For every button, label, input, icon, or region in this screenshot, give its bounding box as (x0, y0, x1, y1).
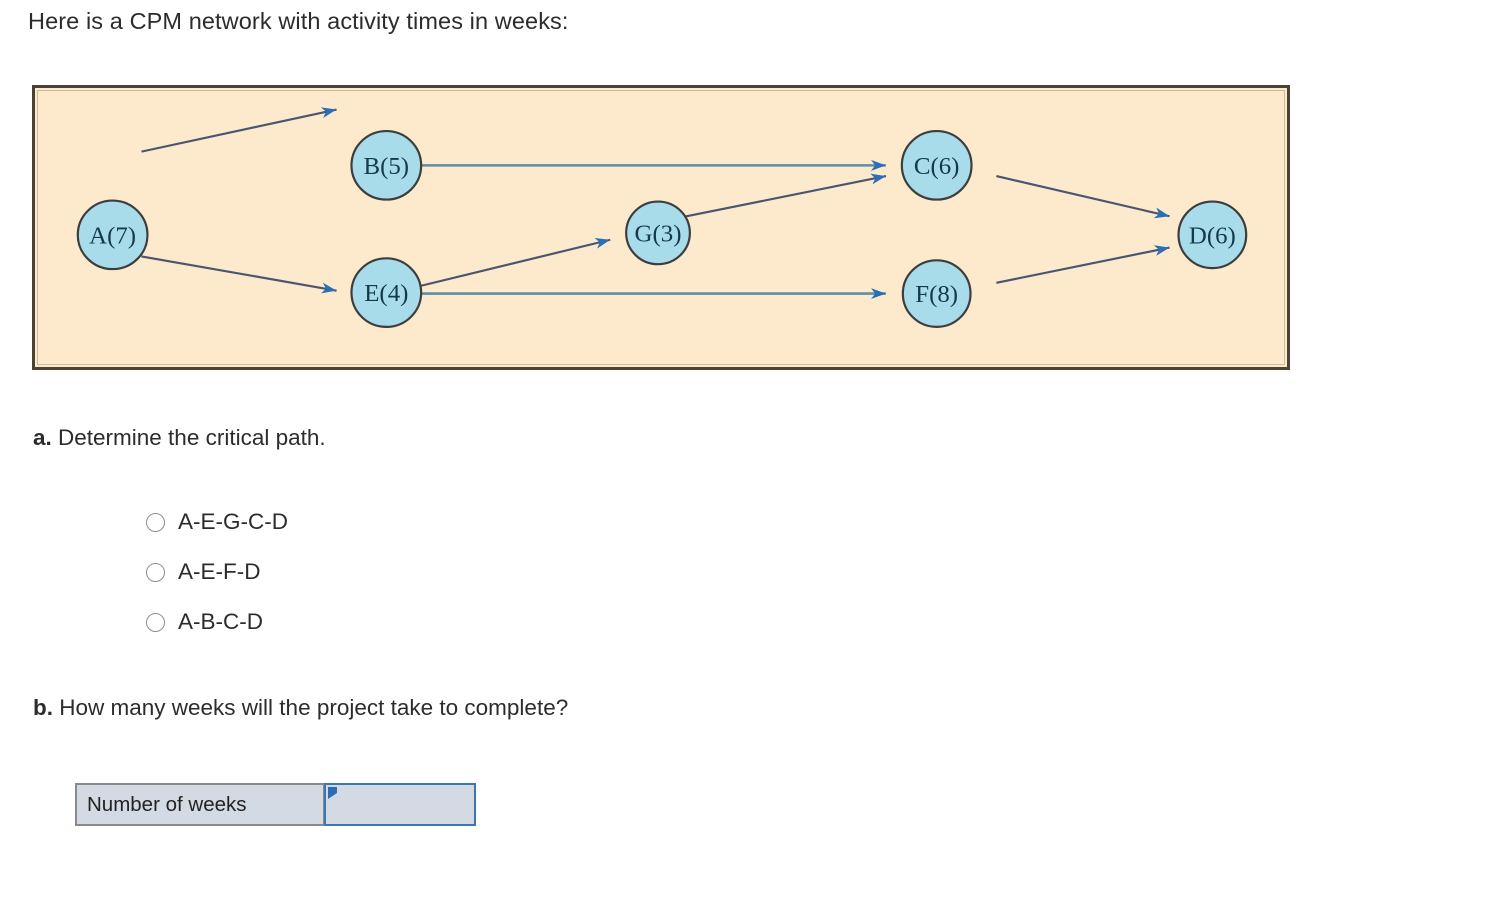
node-g: G(3) (625, 200, 691, 266)
option-a-e-g-c-d[interactable]: A-E-G-C-D (146, 497, 288, 547)
node-b: B(5) (350, 129, 423, 201)
edge-f-to-d (996, 245, 1170, 284)
number-of-weeks-input[interactable] (338, 785, 471, 824)
answer-row: Number of weeks (75, 783, 476, 826)
question-a-text: a. Determine the critical path. (33, 424, 326, 452)
intro-text: Here is a CPM network with activity time… (28, 8, 569, 34)
node-a-label: A(7) (89, 222, 136, 249)
radio-icon[interactable] (146, 562, 165, 582)
node-c-label: C(6) (914, 153, 960, 180)
cell-marker-icon (328, 787, 337, 799)
question-b-body: How many weeks will the project take to … (53, 695, 569, 720)
edge-c-to-d (996, 175, 1170, 219)
node-a: A(7) (76, 199, 149, 271)
answer-input-cell[interactable] (324, 783, 476, 826)
cpm-network-figure: A(7) B(5) E(4) G(3) C(6) F(8) D(6) (32, 85, 1290, 370)
node-d: D(6) (1177, 200, 1248, 270)
option-a-e-f-d[interactable]: A-E-F-D (146, 547, 288, 597)
node-f-label: F(8) (915, 281, 958, 308)
node-g-label: G(3) (635, 220, 682, 247)
radio-icon[interactable] (146, 512, 165, 532)
question-a-body: Determine the critical path. (51, 425, 326, 450)
question-a-tag: a. (33, 425, 52, 450)
question-b-tag: b. (33, 695, 53, 720)
edge-e-to-g (420, 237, 611, 287)
edge-a-to-e (141, 255, 337, 294)
option-label: A-B-C-D (178, 609, 263, 634)
option-a-b-c-d[interactable]: A-B-C-D (146, 597, 288, 647)
node-f: F(8) (901, 259, 972, 328)
option-label: A-E-G-C-D (178, 509, 288, 534)
cpm-network-svg: A(7) B(5) E(4) G(3) C(6) F(8) D(6) (76, 107, 1248, 328)
option-label: A-E-F-D (178, 559, 261, 584)
radio-icon[interactable] (146, 612, 165, 632)
edge-a-to-b (141, 107, 337, 153)
answer-label-cell: Number of weeks (75, 783, 325, 826)
node-e: E(4) (350, 257, 423, 328)
edge-g-to-c (681, 173, 887, 219)
node-d-label: D(6) (1189, 222, 1236, 249)
node-c: C(6) (900, 129, 973, 201)
node-b-label: B(5) (364, 153, 410, 180)
critical-path-options: A-E-G-C-D A-E-F-D A-B-C-D (146, 497, 288, 647)
node-e-label: E(4) (364, 280, 408, 307)
question-b-text: b. How many weeks will the project take … (33, 694, 568, 722)
